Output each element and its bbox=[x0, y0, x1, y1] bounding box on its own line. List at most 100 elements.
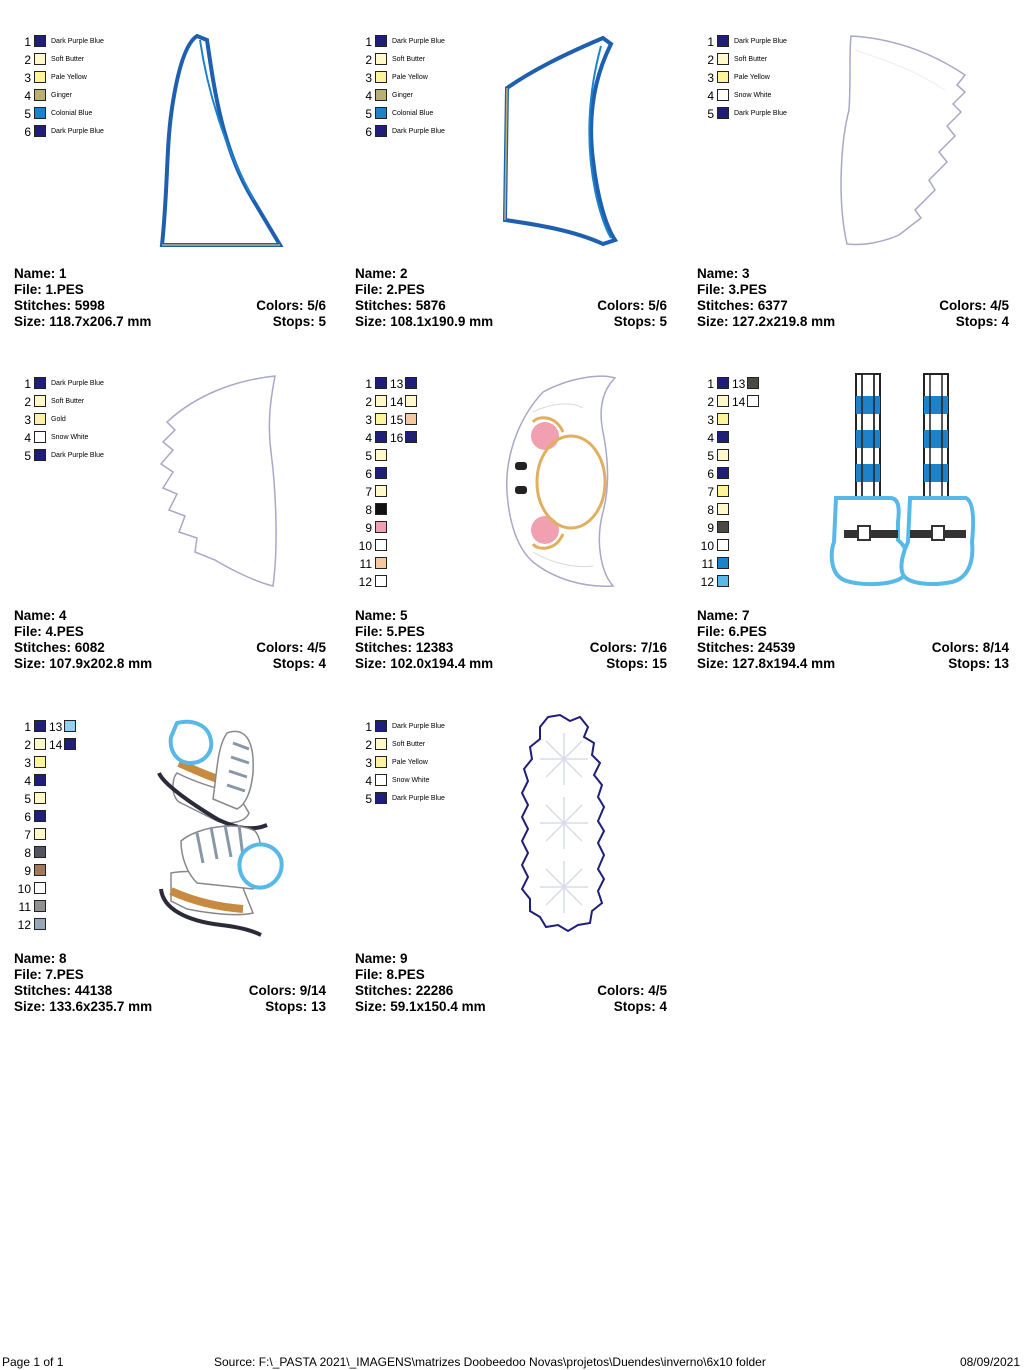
striped-legs-boots-icon bbox=[829, 373, 976, 587]
footer-source-path: Source: F:\_PASTA 2021\_IMAGENS\matrizes… bbox=[214, 1355, 766, 1369]
thread-swatch bbox=[717, 71, 729, 83]
legend-number: 13 bbox=[732, 377, 746, 391]
thread-swatch bbox=[375, 575, 387, 587]
thread-swatch bbox=[375, 738, 387, 750]
legend-number: 8 bbox=[24, 846, 31, 860]
legend-number: 6 bbox=[365, 125, 372, 139]
legend-number: 5 bbox=[24, 449, 31, 463]
footer-page-number: Page 1 of 1 bbox=[2, 1355, 64, 1369]
thread-name: Snow White bbox=[51, 434, 89, 441]
design-stops: Stops: 4 bbox=[613, 999, 667, 1014]
legend-number: 2 bbox=[365, 738, 372, 752]
design-name: Name: 8 bbox=[14, 951, 67, 966]
design-colors: Colors: 4/5 bbox=[256, 640, 326, 655]
legend-number: 2 bbox=[24, 53, 31, 67]
thread-swatch bbox=[34, 53, 46, 65]
design-stitches: Stitches: 22286 bbox=[355, 983, 454, 998]
legend-number: 3 bbox=[24, 413, 31, 427]
legend-number: 7 bbox=[365, 485, 372, 499]
design-colors: Colors: 5/6 bbox=[597, 298, 667, 313]
legend-number: 10 bbox=[17, 882, 31, 896]
legend-number: 4 bbox=[365, 774, 372, 788]
thread-name: Pale Yellow bbox=[734, 74, 770, 81]
design-stitches: Stitches: 6082 bbox=[14, 640, 105, 655]
thread-swatch bbox=[34, 756, 46, 768]
thread-name: Snow White bbox=[734, 92, 772, 99]
legend-number: 6 bbox=[365, 467, 372, 481]
thread-swatch bbox=[375, 557, 387, 569]
thread-name: Soft Butter bbox=[392, 56, 426, 63]
thread-name: Dark Purple Blue bbox=[51, 38, 104, 45]
design-size: Size: 108.1x190.9 mm bbox=[355, 314, 494, 329]
design-stops: Stops: 5 bbox=[272, 314, 326, 329]
thread-swatch bbox=[34, 413, 46, 425]
thread-swatch bbox=[717, 107, 729, 119]
thread-name: Gold bbox=[51, 416, 66, 423]
thread-swatch bbox=[64, 738, 76, 750]
thread-name: Soft Butter bbox=[734, 56, 768, 63]
thread-swatch bbox=[34, 71, 46, 83]
legend-number: 5 bbox=[707, 107, 714, 121]
legend-number: 3 bbox=[24, 71, 31, 85]
design-size: Size: 118.7x206.7 mm bbox=[14, 314, 152, 329]
thread-swatch bbox=[34, 35, 46, 47]
design-size: Size: 107.9x202.8 mm bbox=[14, 656, 153, 671]
design-name: Name: 9 bbox=[355, 951, 408, 966]
thread-name: Soft Butter bbox=[392, 741, 426, 748]
thread-swatch bbox=[34, 89, 46, 101]
thread-swatch bbox=[34, 720, 46, 732]
thread-name: Ginger bbox=[51, 92, 73, 99]
snowflake-column-icon bbox=[520, 713, 606, 933]
legend-number: 4 bbox=[365, 431, 372, 445]
legend-number: 4 bbox=[707, 89, 714, 103]
design-size: Size: 102.0x194.4 mm bbox=[355, 656, 494, 671]
legend-number: 8 bbox=[365, 503, 372, 517]
design-stitches: Stitches: 5998 bbox=[14, 298, 105, 313]
thread-swatch bbox=[717, 485, 729, 497]
thread-name: Snow White bbox=[392, 777, 430, 784]
legend-number: 2 bbox=[365, 395, 372, 409]
thread-swatch bbox=[375, 413, 387, 425]
legend-number: 4 bbox=[24, 774, 31, 788]
thread-name: Pale Yellow bbox=[51, 74, 87, 81]
legend-number: 2 bbox=[707, 53, 714, 67]
legend-number: 12 bbox=[358, 575, 372, 589]
thread-swatch bbox=[375, 503, 387, 515]
legend-number: 11 bbox=[18, 900, 31, 914]
legend-number: 8 bbox=[707, 503, 714, 517]
thread-name: Dark Purple Blue bbox=[51, 128, 104, 135]
design-stitches: Stitches: 12383 bbox=[355, 640, 454, 655]
thread-swatch bbox=[375, 774, 387, 786]
design-file: File: 5.PES bbox=[355, 624, 425, 639]
thread-swatch bbox=[64, 720, 76, 732]
thread-name: Dark Purple Blue bbox=[392, 38, 445, 45]
legend-number: 14 bbox=[390, 395, 404, 409]
thread-swatch bbox=[375, 395, 387, 407]
legend-number: 7 bbox=[707, 485, 714, 499]
legend-number: 5 bbox=[24, 107, 31, 121]
thread-swatch bbox=[34, 107, 46, 119]
design-stitches: Stitches: 44138 bbox=[14, 983, 113, 998]
thread-swatch bbox=[34, 882, 46, 894]
thread-swatch bbox=[34, 125, 46, 137]
thread-swatch bbox=[34, 774, 46, 786]
design-name: Name: 5 bbox=[355, 608, 408, 623]
thread-swatch bbox=[747, 377, 759, 389]
thread-swatch bbox=[405, 413, 417, 425]
elf-hat-outline-icon bbox=[159, 33, 284, 247]
thread-name: Dark Purple Blue bbox=[392, 723, 445, 730]
design-stitches: Stitches: 5876 bbox=[355, 298, 446, 313]
legend-number: 1 bbox=[365, 35, 372, 49]
thread-swatch bbox=[405, 377, 417, 389]
legend-number: 13 bbox=[49, 720, 63, 734]
